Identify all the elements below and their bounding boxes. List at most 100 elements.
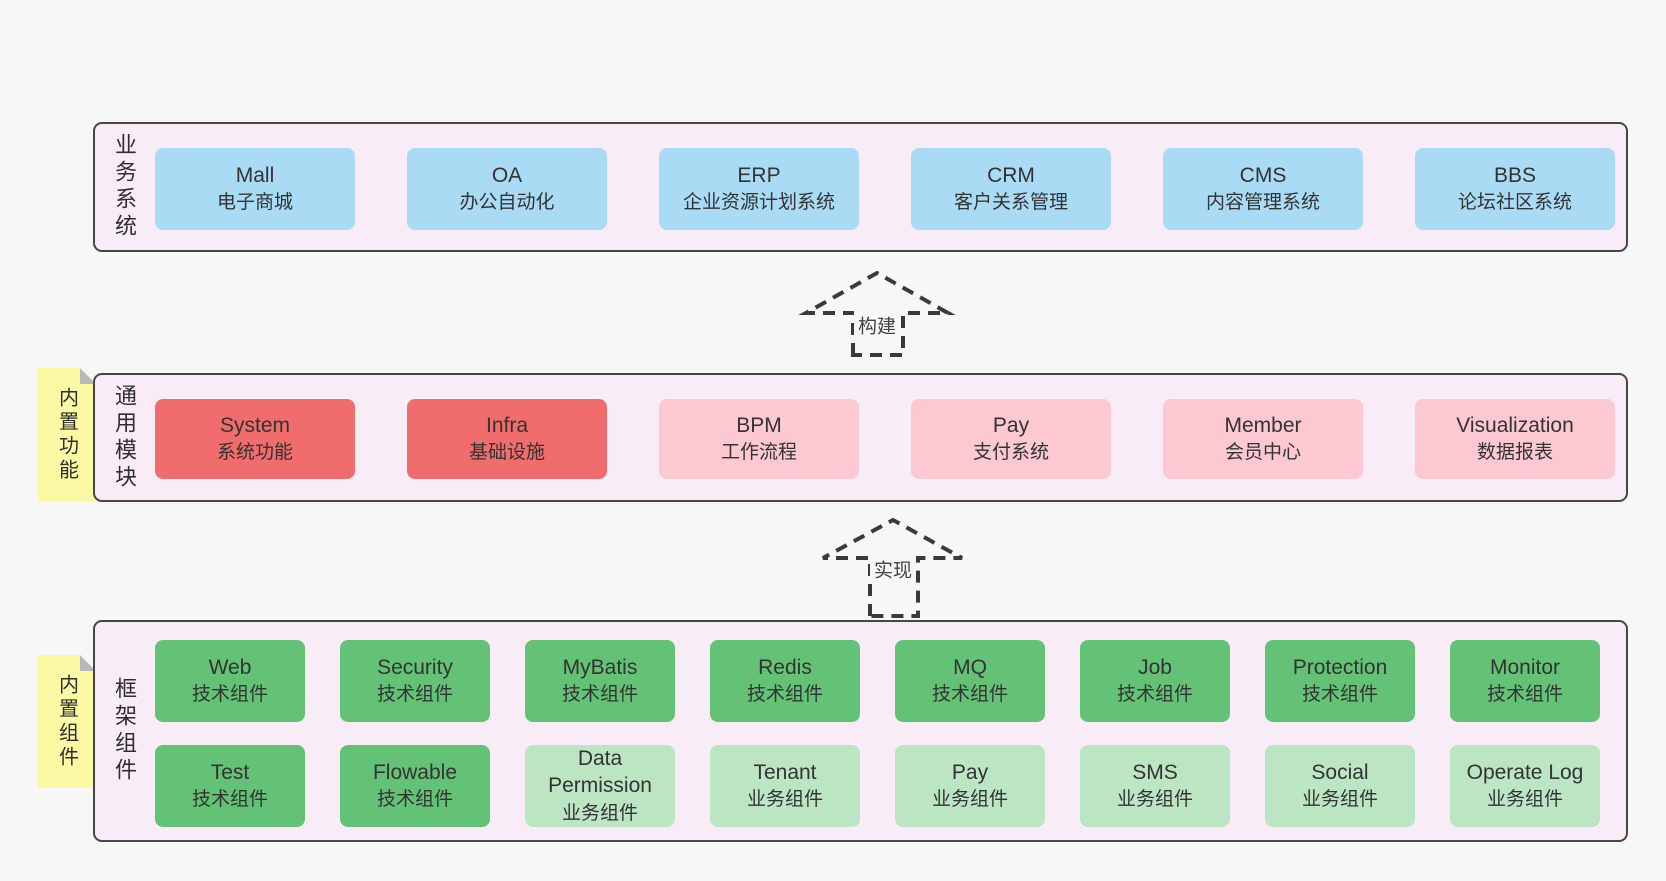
box-subtitle-zh: 办公自动化 (459, 191, 555, 213)
section-common-modules: 通用模块 System 系统功能 Infra 基础设施 BPM 工作流程 Pay 支付系统 Me… (93, 373, 1628, 502)
section-label: 框架组件 (112, 677, 137, 785)
box-title-en: MyBatis (562, 655, 638, 679)
box-title-en: SMS (1132, 760, 1178, 784)
box-subtitle-zh: 业务组件 (746, 788, 823, 810)
box-title-en: Mall (235, 163, 275, 187)
box-title-en: MQ (953, 655, 987, 679)
section-business-systems: 业务系统 Mall 电子商城 OA 办公自动化 ERP 企业资源计划系统 CRM 客户关系管理… (93, 122, 1628, 252)
box-title-en: Tenant (753, 760, 817, 784)
box-title-en: Social (1311, 760, 1369, 784)
box-tenant: Tenant 业务组件 (710, 745, 860, 827)
box-subtitle-zh: 技术组件 (561, 683, 638, 705)
box-subtitle-zh: 技术组件 (191, 683, 268, 705)
box-title-en: Flowable (372, 760, 458, 784)
box-title-en: System (219, 413, 290, 437)
arrow-build-label: 构建 (853, 310, 901, 340)
box-subtitle-zh: 技术组件 (191, 788, 268, 810)
box-subtitle-zh: 会员中心 (1224, 441, 1301, 463)
box-oa: OA 办公自动化 (407, 148, 607, 230)
box-title-en: Pay (992, 413, 1030, 437)
box-title-en: Redis (758, 655, 812, 679)
box-visualization: Visualization 数据报表 (1415, 399, 1615, 479)
sticky-label: 内置组件 (55, 673, 78, 770)
box-subtitle-zh: 业务组件 (1486, 788, 1563, 810)
box-test: Test 技术组件 (155, 745, 305, 827)
box-title-en: Operate Log (1466, 760, 1584, 784)
box-subtitle-zh: 技术组件 (931, 683, 1008, 705)
box-subtitle-zh: 工作流程 (720, 441, 797, 463)
box-web: Web 技术组件 (155, 640, 305, 722)
box-sms: SMS 业务组件 (1080, 745, 1230, 827)
box-subtitle-zh: 数据报表 (1476, 441, 1553, 463)
box-subtitle-zh: 业务组件 (931, 788, 1008, 810)
box-subtitle-zh: 业务组件 (561, 802, 638, 824)
box-subtitle-zh: 企业资源计划系统 (682, 191, 835, 213)
box-cms: CMS 内容管理系统 (1163, 148, 1363, 230)
box-subtitle-zh: 支付系统 (972, 441, 1049, 463)
sticky-label: 内置功能 (55, 387, 78, 483)
box-operate-log: Operate Log 业务组件 (1450, 745, 1600, 827)
box-data-permission: Data Permission 业务组件 (525, 745, 675, 827)
box-subtitle-zh: 技术组件 (1116, 683, 1193, 705)
box-job: Job 技术组件 (1080, 640, 1230, 722)
box-subtitle-zh: 系统功能 (216, 441, 293, 463)
box-social: Social 业务组件 (1265, 745, 1415, 827)
box-subtitle-zh: 论坛社区系统 (1457, 191, 1572, 213)
box-infra: Infra 基础设施 (407, 399, 607, 479)
box-pay: Pay 支付系统 (911, 399, 1111, 479)
box-erp: ERP 企业资源计划系统 (659, 148, 859, 230)
box-title-en: CMS (1239, 163, 1287, 187)
box-title-en: BBS (1493, 163, 1537, 187)
box-title-en: ERP (737, 163, 781, 187)
box-subtitle-zh: 电子商城 (216, 191, 293, 213)
box-member: Member 会员中心 (1163, 399, 1363, 479)
box-title-en: Visualization (1456, 413, 1574, 437)
box-title-en: Data Permission (548, 746, 652, 798)
sticky-note-builtin-components: 内置组件 (38, 655, 96, 788)
sticky-note-builtin-features: 内置功能 (38, 368, 96, 502)
section-label: 通用模块 (112, 383, 137, 492)
box-security: Security 技术组件 (340, 640, 490, 722)
box-mybatis: MyBatis 技术组件 (525, 640, 675, 722)
box-subtitle-zh: 技术组件 (1486, 683, 1563, 705)
arrow-implement-icon (822, 517, 963, 618)
box-subtitle-zh: 业务组件 (1301, 788, 1378, 810)
box-title-en: Member (1224, 413, 1302, 437)
box-title-en: Monitor (1489, 655, 1561, 679)
box-bbs: BBS 论坛社区系统 (1415, 148, 1615, 230)
box-flowable: Flowable 技术组件 (340, 745, 490, 827)
box-title-en: Pay (951, 760, 989, 784)
box-redis: Redis 技术组件 (710, 640, 860, 722)
box-mall: Mall 电子商城 (155, 148, 355, 230)
box-subtitle-zh: 技术组件 (746, 683, 823, 705)
box-system: System 系统功能 (155, 399, 355, 479)
box-title-en: Web (208, 655, 252, 679)
box-subtitle-zh: 内容管理系统 (1205, 191, 1320, 213)
box-mq: MQ 技术组件 (895, 640, 1045, 722)
box-title-en: Infra (485, 413, 529, 437)
box-subtitle-zh: 基础设施 (468, 441, 545, 463)
box-monitor: Monitor 技术组件 (1450, 640, 1600, 722)
box-title-en: CRM (987, 163, 1035, 187)
box-title-en: BPM (736, 413, 782, 437)
box-subtitle-zh: 业务组件 (1116, 788, 1193, 810)
box-pay: Pay 业务组件 (895, 745, 1045, 827)
box-subtitle-zh: 技术组件 (376, 683, 453, 705)
arrow-build-icon (798, 270, 956, 357)
arrow-implement-label: 实现 (869, 554, 917, 584)
box-subtitle-zh: 技术组件 (376, 788, 453, 810)
box-bpm: BPM 工作流程 (659, 399, 859, 479)
box-title-en: Job (1138, 655, 1172, 679)
section-label: 业务系统 (112, 133, 137, 241)
box-title-en: Security (377, 655, 453, 679)
box-crm: CRM 客户关系管理 (911, 148, 1111, 230)
box-subtitle-zh: 客户关系管理 (953, 191, 1068, 213)
box-subtitle-zh: 技术组件 (1301, 683, 1378, 705)
box-title-en: OA (491, 163, 523, 187)
box-title-en: Test (210, 760, 250, 784)
